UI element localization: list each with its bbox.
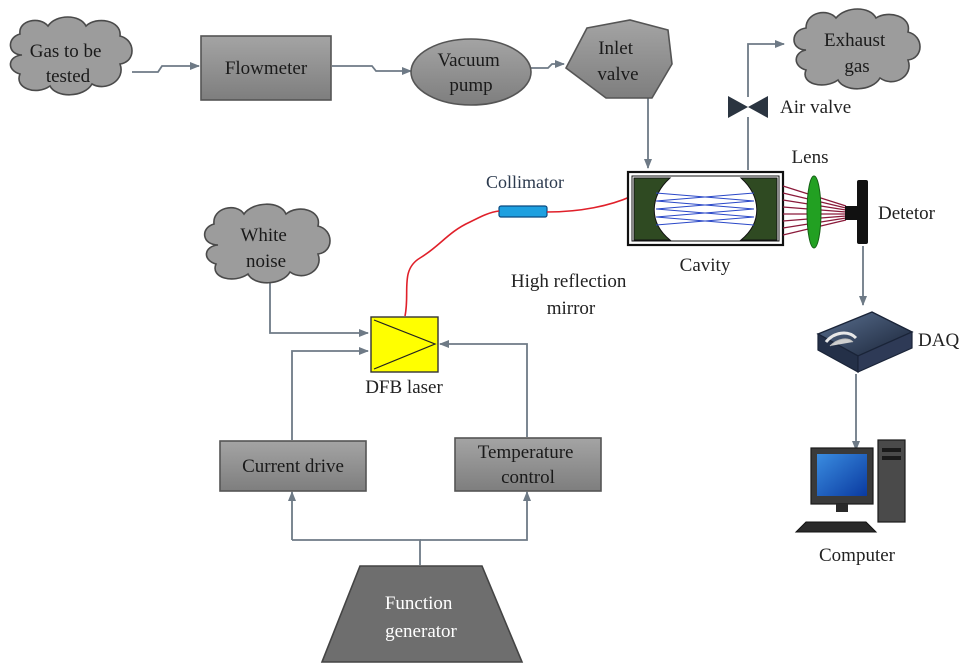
flowmeter-box: Flowmeter xyxy=(200,35,332,101)
white-noise-line1: White xyxy=(240,225,286,246)
arrow-temperature-to-laser xyxy=(439,340,528,437)
collimator: Collimator xyxy=(486,172,564,218)
computer: Computer xyxy=(794,439,906,566)
detector-plate xyxy=(857,180,868,244)
dfb-laser-label: DFB laser xyxy=(365,377,443,398)
optical-fiber xyxy=(404,195,633,317)
cloud-shape xyxy=(9,16,133,96)
daq: DAQ xyxy=(816,311,959,374)
air-valve: Air valve xyxy=(728,96,851,118)
hr-mirror-line1: High reflection xyxy=(511,271,627,292)
air-valve-icon-right xyxy=(748,96,768,118)
function-generator-line2: generator xyxy=(385,621,457,642)
arrow-gas-to-flowmeter xyxy=(132,62,200,73)
intracavity-beams xyxy=(655,192,755,226)
svg-text:Exhaust gas: Exhaust gas xyxy=(824,30,890,77)
lens: Lens xyxy=(792,147,829,249)
computer-icon xyxy=(794,439,906,533)
line-function-generator-split xyxy=(292,539,421,565)
laser-diode-icon xyxy=(373,319,437,370)
white-noise-cloud: White noise xyxy=(203,203,331,284)
collimator-label: Collimator xyxy=(486,172,564,192)
svg-text:Function generator: Function generator xyxy=(385,593,458,642)
vacuum-pump: Vacuum pump xyxy=(410,38,532,106)
collimator-icon xyxy=(498,205,548,218)
arrow-noise-to-laser xyxy=(269,280,369,337)
svg-text:Temperature control: Temperature control xyxy=(478,442,578,488)
svg-text:Inlet valve: Inlet valve xyxy=(597,38,638,85)
cloud-shape xyxy=(793,8,921,90)
detector: Detetor xyxy=(845,180,936,244)
gas-to-be-tested-cloud: Gas to be tested xyxy=(9,16,133,96)
detector-icon xyxy=(845,206,857,220)
temperature-control-line1: Temperature xyxy=(478,442,574,463)
function-generator: Function generator xyxy=(320,565,524,663)
high-reflection-mirror-label: High reflection mirror xyxy=(511,271,631,319)
function-generator-line1: Function xyxy=(385,593,453,614)
lens-label: Lens xyxy=(792,147,829,168)
arrow-flowmeter-to-pump xyxy=(332,65,412,75)
detector-label: Detetor xyxy=(878,203,936,224)
dfb-laser: DFB laser xyxy=(365,316,443,398)
flowmeter-label: Flowmeter xyxy=(225,58,308,79)
computer-label: Computer xyxy=(819,545,896,566)
svg-text:Gas to be tested: Gas to be tested xyxy=(30,41,107,87)
arrow-pump-to-inlet xyxy=(529,60,565,69)
cavity-label: Cavity xyxy=(680,255,731,276)
current-drive-box: Current drive xyxy=(219,440,367,492)
gas-to-be-tested-line2: tested xyxy=(46,66,91,87)
svg-text:High reflection mirror: High reflection mirror xyxy=(511,271,631,319)
cloud-shape xyxy=(203,203,331,284)
vacuum-pump-line2: pump xyxy=(449,75,492,96)
inlet-valve-line2: valve xyxy=(597,64,638,85)
arrow-to-temperature-control xyxy=(420,491,531,541)
daq-icon xyxy=(816,311,914,374)
svg-text:Vacuum pump: Vacuum pump xyxy=(437,50,504,96)
vacuum-pump-line1: Vacuum xyxy=(437,50,499,71)
temperature-control-box: Temperature control xyxy=(454,437,602,492)
white-noise-line2: noise xyxy=(246,251,286,272)
svg-text:White noise: White noise xyxy=(240,225,291,272)
current-drive-label: Current drive xyxy=(242,456,344,477)
air-valve-label: Air valve xyxy=(780,97,851,118)
exhaust-gas-line2: gas xyxy=(844,56,869,77)
gas-to-be-tested-line1: Gas to be xyxy=(30,41,102,62)
arrow-current-to-laser xyxy=(291,347,369,440)
connectors xyxy=(132,40,867,565)
daq-label: DAQ xyxy=(918,330,959,351)
exhaust-gas-cloud: Exhaust gas xyxy=(793,8,921,90)
arrow-air-valve-to-exhaust xyxy=(747,40,785,97)
exhaust-gas-line1: Exhaust xyxy=(824,30,886,51)
lens-icon xyxy=(806,175,822,249)
high-reflection-mirror-right xyxy=(739,177,778,241)
air-valve-icon xyxy=(728,96,748,118)
hr-mirror-line2: mirror xyxy=(547,298,596,319)
high-reflection-mirror-left xyxy=(633,177,672,241)
temperature-control-line2: control xyxy=(501,467,555,488)
cavity: Cavity xyxy=(626,170,785,276)
inlet-valve: Inlet valve xyxy=(564,19,673,99)
inlet-valve-line1: Inlet xyxy=(598,38,634,59)
